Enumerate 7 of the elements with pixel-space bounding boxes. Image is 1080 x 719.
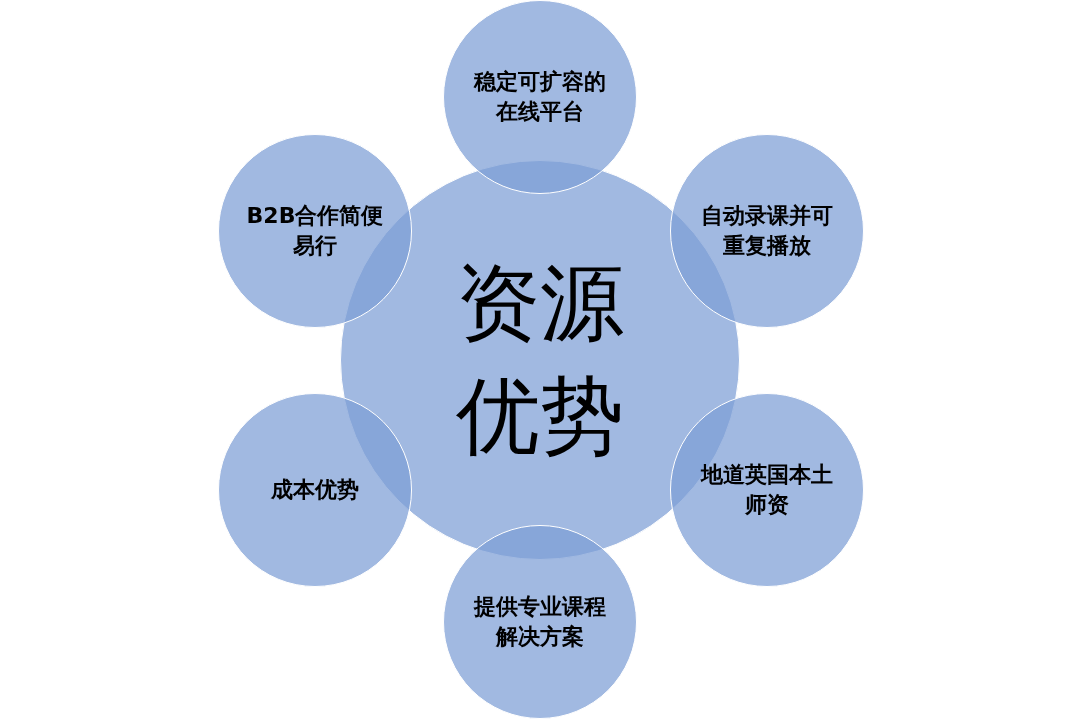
node-label: B2B合作简便易行 (245, 202, 385, 260)
node-label: 地道英国本土师资 (699, 461, 834, 519)
node-label: 稳定可扩容的在线平台 (472, 68, 607, 126)
node-label: 提供专业课程解决方案 (472, 593, 607, 651)
center-title: 资源优势 (455, 252, 625, 467)
node-label: 自动录课并可重复播放 (700, 202, 834, 260)
node-label: 成本优势 (270, 476, 360, 505)
